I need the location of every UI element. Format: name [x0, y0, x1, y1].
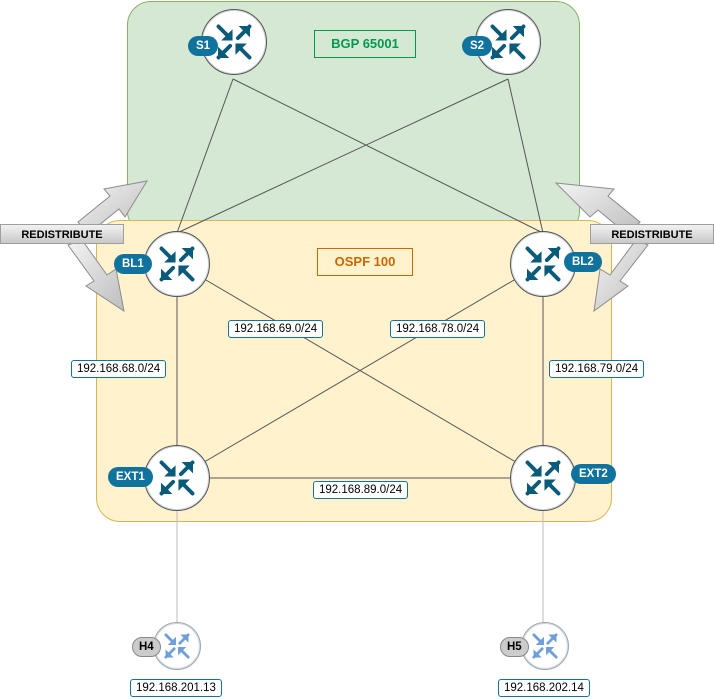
host-h5[interactable] [521, 622, 569, 670]
router-bl2[interactable] [510, 231, 576, 297]
router-icon [525, 246, 561, 282]
bgp-zone-label: BGP 65001 [314, 30, 416, 58]
link-bl2-ext1 [176, 262, 544, 479]
router-icon [525, 460, 561, 496]
redistribute-label-right: REDISTRIBUTE [590, 224, 714, 244]
router-s1-label: S1 [188, 36, 219, 56]
subnet-label-bl2-ext1: 192.168.78.0/24 [390, 320, 486, 338]
redistribute-label-left: REDISTRIBUTE [0, 224, 124, 244]
redistribute-arrow-right-down [593, 239, 649, 313]
router-ext1-label: EXT1 [108, 467, 153, 487]
link-s2-bl2 [507, 78, 544, 234]
router-bl2-label: BL2 [564, 252, 602, 272]
router-icon [490, 24, 526, 60]
link-s1-bl2 [232, 78, 544, 234]
host-h5-label: H5 [500, 637, 529, 657]
host-h5-ip: 192.168.202.14 [498, 679, 590, 697]
subnet-label-bl1-ext2: 192.168.69.0/24 [228, 320, 324, 338]
host-h4-ip: 192.168.201.13 [130, 679, 222, 697]
host-h4[interactable] [153, 622, 201, 670]
subnet-label-bl1-ext1: 192.168.68.0/24 [71, 360, 167, 378]
router-ext2-label: EXT2 [571, 464, 616, 484]
router-bl1[interactable] [144, 231, 210, 297]
router-icon [159, 246, 195, 282]
redistribute-arrow-left-down [67, 239, 125, 313]
router-icon [216, 24, 252, 60]
router-icon [159, 460, 195, 496]
router-ext2[interactable] [510, 445, 576, 511]
router-s2-label: S2 [462, 36, 493, 56]
link-s2-bl1 [176, 78, 509, 234]
router-icon [164, 633, 190, 659]
router-bl1-label: BL1 [114, 254, 152, 274]
router-icon [532, 633, 558, 659]
subnet-label-ext1-ext2: 192.168.89.0/24 [313, 481, 409, 499]
router-ext1[interactable] [144, 445, 210, 511]
subnet-label-bl2-ext2: 192.168.79.0/24 [549, 360, 645, 378]
link-s1-bl1 [176, 78, 234, 234]
ospf-zone-label: OSPF 100 [317, 248, 413, 276]
host-h4-label: H4 [132, 637, 161, 657]
